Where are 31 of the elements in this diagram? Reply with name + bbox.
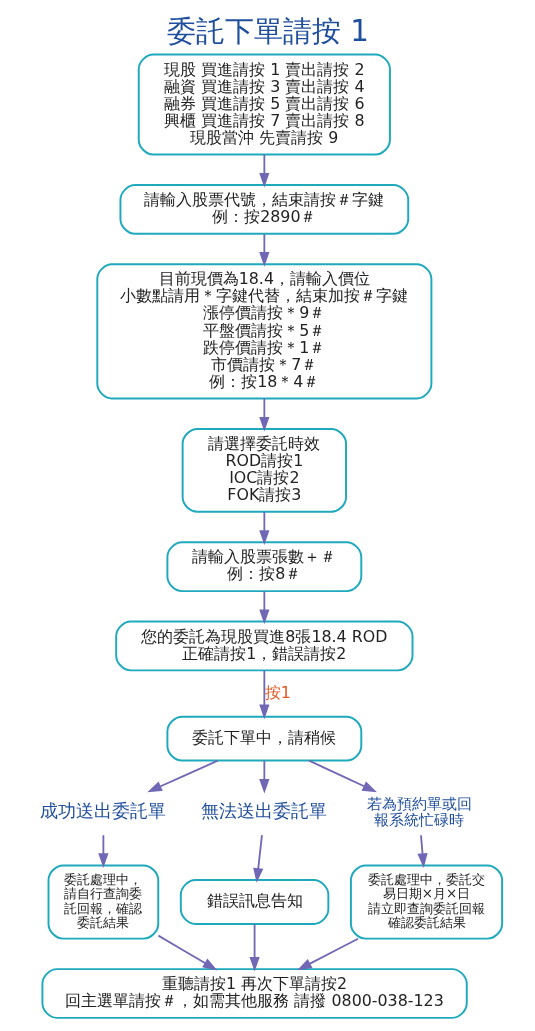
arrow <box>258 669 269 720</box>
node-box: 委託處理中，請自行查詢委託回報，確認委託結果 <box>47 864 159 940</box>
node-box: 委託處理中，委託交易日期×月×日 請立即查詢委託回報確認委託結果 <box>349 864 503 940</box>
node-box: 錯誤訊息告知 <box>179 879 329 925</box>
arrow <box>146 759 219 793</box>
arrow <box>258 233 269 267</box>
node-box: 您的委託為現股買進8張18.4 ROD 正確請按1，錯誤請按2 <box>114 620 413 672</box>
arrow <box>252 834 263 883</box>
arrow <box>307 759 377 793</box>
node-text: 成功送出委託單 <box>39 800 166 822</box>
arrow <box>258 590 269 625</box>
node-box: 現股 買進請按 1 賣出請按 2 融資 買進請按 3 賣出請按 4 融券 買進請按 5 賣出請按 6 興櫃 買進請按 7 賣出請按 8 現股當沖 先賣請按 9 <box>137 53 391 156</box>
node-box: 請選擇委託時效 ROD請按1 IOC請按2 FOK請按3 <box>181 427 347 513</box>
edge-label: 按1 <box>264 682 291 702</box>
node-box: 請輸入股票張數＋＃ 例：按8＃ <box>165 541 362 593</box>
arrow <box>416 834 428 868</box>
node-box: 目前現價為18.4，請輸入價位 小數點請用＊字鍵代替，結束加按＃字鍵 漲停價請按＊9＃ 平盤價請按＊5＃ 跌停價請按＊1＃ 市價請按＊7＃ 例：按18＊4＃ <box>95 263 432 400</box>
arrow <box>248 923 260 972</box>
arrow <box>258 511 269 545</box>
arrow <box>258 153 269 188</box>
node-text: 無法送出委託單 <box>200 800 327 822</box>
arrow <box>157 934 217 971</box>
arrow <box>296 937 359 971</box>
arrow <box>97 834 108 868</box>
arrow <box>258 397 269 432</box>
node-box: 重聽請按1 再次下單請按2 回主選單請按＃，如需其他服務 請撥 0800-038-123 <box>40 968 468 1019</box>
node-text: 若為預約單或回報系統忙碌時 <box>366 794 472 828</box>
node-box: 委託下單中，請稍候 <box>165 715 362 762</box>
node-box: 請輸入股票代號，結束請按＃字鍵 例：按2890＃ <box>118 184 409 235</box>
diagram-title: 委託下單請按 1 <box>166 14 369 49</box>
arrow <box>258 759 269 794</box>
